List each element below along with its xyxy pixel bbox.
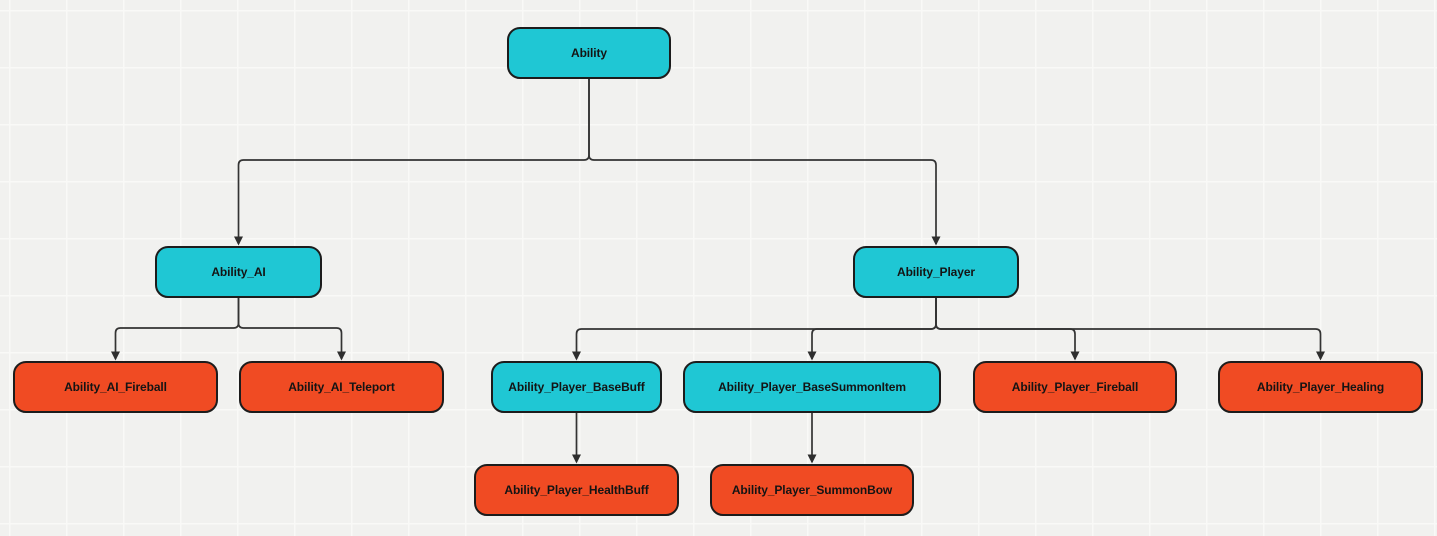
node-label: Ability_Player: [897, 265, 975, 279]
node-ability_ai_fireball[interactable]: Ability_AI_Fireball: [13, 361, 218, 413]
node-label: Ability_Player_Fireball: [1011, 380, 1139, 394]
node-label: Ability_Player_BaseBuff: [508, 380, 645, 394]
node-ability_ai[interactable]: Ability_AI: [155, 246, 322, 298]
node-ability_player_summonbow[interactable]: Ability_Player_SummonBow: [710, 464, 914, 516]
node-label: Ability_Player_SummonBow: [731, 483, 893, 497]
edge-ability_player-to-ability_player_basesummonitem: [811, 298, 937, 359]
arrowhead-icon: [572, 351, 581, 361]
node-label: Ability: [571, 46, 607, 60]
edge-ability_player-to-ability_player_fireball: [935, 298, 1076, 359]
arrowhead-icon: [931, 236, 941, 246]
edge-ability_player-to-ability_player_basebuff: [575, 298, 937, 359]
arrowhead-icon: [234, 236, 243, 246]
node-label: Ability_Player_HealthBuff: [504, 483, 649, 497]
edge-ability-to-ability_player: [588, 79, 937, 244]
node-ability_ai_teleport[interactable]: Ability_AI_Teleport: [239, 361, 444, 413]
node-label: Ability_AI: [211, 265, 266, 279]
edge-ability_ai-to-ability_ai_teleport: [237, 298, 343, 359]
node-ability_player_fireball[interactable]: Ability_Player_Fireball: [973, 361, 1177, 413]
node-ability_player[interactable]: Ability_Player: [853, 246, 1019, 298]
arrowhead-icon: [337, 351, 346, 361]
node-ability_player_basesummonitem[interactable]: Ability_Player_BaseSummonItem: [683, 361, 941, 413]
node-label: Ability_Player_BaseSummonItem: [718, 380, 906, 394]
arrowhead-icon: [807, 454, 817, 464]
node-ability[interactable]: Ability: [507, 27, 671, 79]
node-label: Ability_AI_Fireball: [64, 380, 167, 394]
node-label: Ability_AI_Teleport: [288, 380, 395, 394]
edge-ability_ai-to-ability_ai_fireball: [114, 298, 240, 359]
edge-ability_player-to-ability_player_healing: [935, 298, 1322, 359]
arrowhead-icon: [807, 351, 817, 361]
node-ability_player_healing[interactable]: Ability_Player_Healing: [1218, 361, 1423, 413]
arrowhead-icon: [1316, 351, 1325, 361]
edge-ability-to-ability_ai: [237, 79, 590, 244]
node-ability_player_healthbuff[interactable]: Ability_Player_HealthBuff: [474, 464, 679, 516]
arrowhead-icon: [1070, 351, 1080, 361]
arrowhead-icon: [111, 351, 120, 361]
arrowhead-icon: [572, 454, 581, 464]
node-ability_player_basebuff[interactable]: Ability_Player_BaseBuff: [491, 361, 662, 413]
node-label: Ability_Player_Healing: [1256, 380, 1385, 394]
